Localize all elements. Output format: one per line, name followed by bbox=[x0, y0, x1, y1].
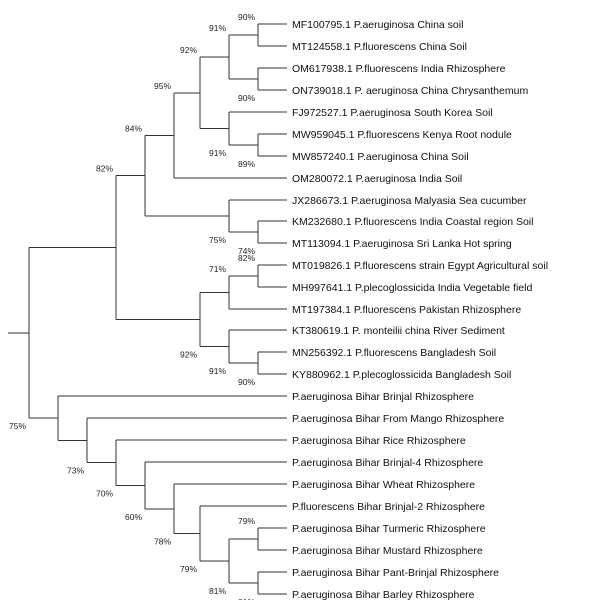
taxon-label: MT019826.1 P.fluorescens strain Egypt Ag… bbox=[292, 260, 548, 272]
taxon-label: P.aeruginosa Bihar Barley Rhizosphere bbox=[292, 589, 475, 600]
bootstrap-value: 95% bbox=[154, 81, 171, 91]
taxon-label: MT113094.1 P.aeruginosa Sri Lanka Hot sp… bbox=[292, 238, 512, 250]
bootstrap-value: 74% bbox=[238, 246, 255, 256]
bootstrap-value: 90% bbox=[238, 93, 255, 103]
taxon-label: P.aeruginosa Bihar Pant-Brinjal Rhizosph… bbox=[292, 567, 499, 579]
taxon-label: P.aeruginosa Bihar Rice Rhizosphere bbox=[292, 435, 466, 447]
taxon-label: OM280072.1 P.aeruginosa India Soil bbox=[292, 173, 462, 185]
taxon-label: JX286673.1 P.aeruginosa Malyasia Sea cuc… bbox=[292, 195, 527, 207]
bootstrap-value: 73% bbox=[67, 466, 84, 476]
bootstrap-value: 91% bbox=[209, 366, 226, 376]
taxon-label: P.aeruginosa Bihar Wheat Rhizosphere bbox=[292, 479, 475, 491]
taxon-label: P.aeruginosa Bihar Brinjal Rhizosphere bbox=[292, 391, 474, 403]
bootstrap-value: 89% bbox=[238, 159, 255, 169]
taxon-label: P.aeruginosa Bihar Turmeric Rhizosphere bbox=[292, 523, 486, 535]
bootstrap-value: 81% bbox=[209, 586, 226, 596]
taxon-label: P.aeruginosa Bihar From Mango Rhizospher… bbox=[292, 413, 504, 425]
taxon-label: FJ972527.1 P.aeruginosa South Korea Soil bbox=[292, 107, 493, 119]
taxon-label: KM232680.1 P.fluorescens India Coastal r… bbox=[292, 216, 533, 228]
bootstrap-value: 60% bbox=[125, 512, 142, 522]
taxon-label: KT380619.1 P. monteilii china River Sedi… bbox=[292, 325, 505, 337]
taxon-label: MN256392.1 P.fluorescens Bangladesh Soil bbox=[292, 347, 496, 359]
bootstrap-value: 82% bbox=[96, 164, 113, 174]
bootstrap-value: 84% bbox=[125, 123, 142, 133]
taxon-label: P.aeruginosa Bihar Mustard Rhizosphere bbox=[292, 545, 483, 557]
taxon-label: MF100795.1 P.aeruginosa China soil bbox=[292, 19, 463, 31]
tree-branches bbox=[8, 23, 287, 595]
bootstrap-value: 81% bbox=[238, 597, 255, 600]
bootstrap-value: 91% bbox=[209, 148, 226, 158]
bootstrap-value: 90% bbox=[238, 377, 255, 387]
bootstrap-labels: 90% 90% 91% 89% 91% 92% 95% 74% 75% 84% 82% 71% 90% 9… bbox=[9, 12, 255, 600]
bootstrap-value: 70% bbox=[96, 488, 113, 498]
bootstrap-value: 75% bbox=[9, 421, 26, 431]
taxon-label: MH997641.1 P.plecoglossicida India Veget… bbox=[292, 282, 532, 294]
taxon-label: MT124558.1 P.fluorescens China Soil bbox=[292, 41, 467, 53]
taxon-label: P.fluorescens Bihar Brinjal-2 Rhizospher… bbox=[292, 501, 485, 513]
bootstrap-value: 92% bbox=[180, 45, 197, 55]
taxon-label: ON739018.1 P. aeruginosa China Chrysanth… bbox=[292, 85, 528, 97]
taxon-label: OM617938.1 P.fluorescens India Rhizosphe… bbox=[292, 63, 506, 75]
bootstrap-value: 75% bbox=[209, 235, 226, 245]
taxon-label: MT197384.1 P.fluorescens Pakistan Rhizos… bbox=[292, 304, 521, 316]
bootstrap-value: 92% bbox=[180, 350, 197, 360]
taxon-label: P.aeruginosa Bihar Brinjal-4 Rhizosphere bbox=[292, 457, 483, 469]
bootstrap-value: 78% bbox=[154, 537, 171, 547]
bootstrap-value: 82% bbox=[238, 253, 255, 263]
taxon-label: MW857240.1 P.aeruginosa China Soil bbox=[292, 151, 469, 163]
taxon-label: KY880962.1 P.plecoglossicida Bangladesh … bbox=[292, 369, 511, 381]
bootstrap-value: 90% bbox=[238, 12, 255, 22]
bootstrap-value: 79% bbox=[180, 564, 197, 574]
taxon-label: MW959045.1 P.fluorescens Kenya Root nodu… bbox=[292, 129, 512, 141]
bootstrap-value: 91% bbox=[209, 23, 226, 33]
bootstrap-value: 79% bbox=[238, 516, 255, 526]
taxon-labels: MF100795.1 P.aeruginosa China soilMT1245… bbox=[292, 19, 548, 600]
bootstrap-value: 71% bbox=[209, 264, 226, 274]
